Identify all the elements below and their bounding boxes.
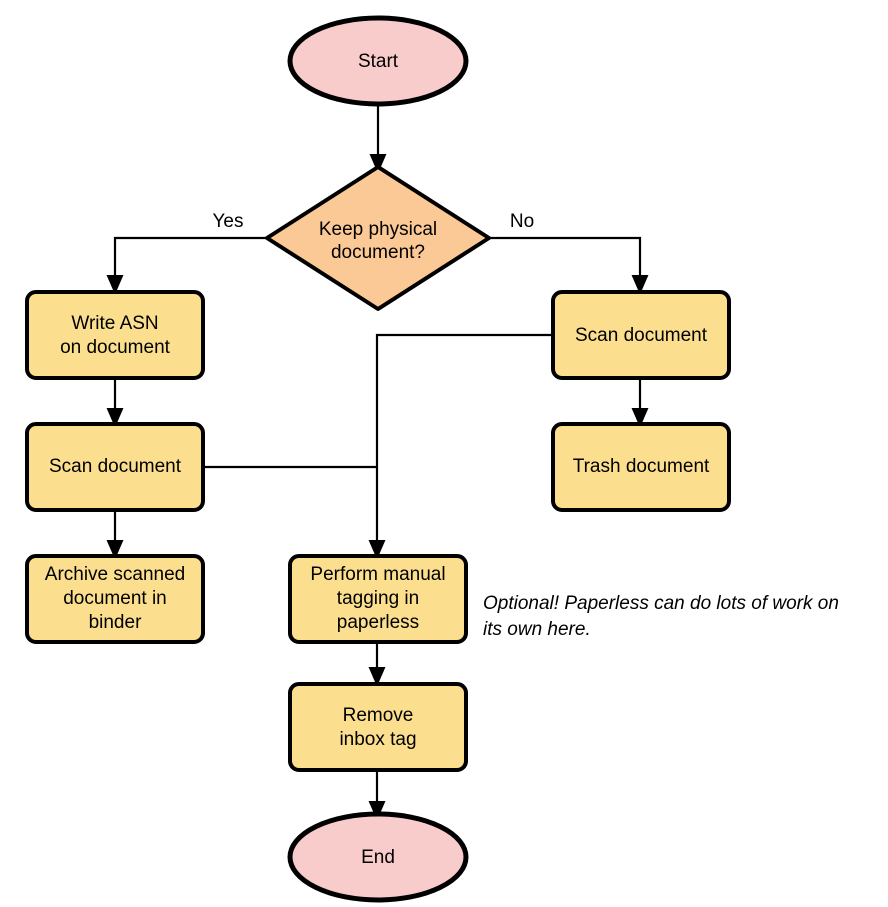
node-trash-document[interactable]: Trash document bbox=[551, 422, 731, 512]
node-archive-scanned-document[interactable]: Archive scanned document in binder bbox=[25, 554, 205, 644]
node-start-label: Start bbox=[358, 51, 399, 72]
node-tagging-shape bbox=[288, 554, 468, 644]
node-start-shape bbox=[287, 15, 469, 107]
annotation-note-line2: its own here. bbox=[483, 619, 591, 640]
node-scan-document-left-shape bbox=[25, 422, 205, 512]
node-scan-document-right-shape bbox=[551, 290, 731, 380]
node-scan-document-right[interactable]: Scan document bbox=[551, 290, 731, 380]
node-archive-shape bbox=[25, 554, 205, 644]
node-trash-label: Trash document bbox=[573, 456, 710, 477]
node-end[interactable]: End bbox=[287, 811, 469, 903]
node-archive-label-line1: Archive scanned bbox=[45, 564, 185, 585]
edge-decision-yes-to-write-asn bbox=[106, 236, 266, 295]
node-decision-shape bbox=[265, 165, 491, 311]
node-tagging-label-line2: tagging in bbox=[337, 588, 419, 609]
node-end-shape bbox=[287, 811, 469, 903]
node-archive-label-line2: document in bbox=[63, 588, 167, 609]
edge-decision-no-to-scan-right bbox=[489, 236, 649, 295]
node-decision-label-line2: document? bbox=[331, 242, 425, 263]
node-perform-manual-tagging[interactable]: Perform manual tagging in paperless bbox=[288, 554, 468, 644]
edge-scan-right-to-tagging bbox=[368, 333, 551, 560]
node-remove-inbox-shape bbox=[288, 682, 468, 772]
node-decision-keep-physical-document[interactable]: Keep physical document? bbox=[265, 165, 491, 311]
node-tagging-label-line3: paperless bbox=[337, 612, 419, 633]
node-remove-inbox-label-line1: Remove bbox=[343, 705, 414, 726]
node-end-label: End bbox=[361, 847, 395, 868]
node-write-asn-label-line2: on document bbox=[60, 337, 171, 358]
node-scan-document-right-label: Scan document bbox=[575, 325, 708, 346]
node-remove-inbox-tag[interactable]: Remove inbox tag bbox=[288, 682, 468, 772]
node-write-asn-label-line1: Write ASN bbox=[71, 313, 158, 334]
node-trash-shape bbox=[551, 422, 731, 512]
node-scan-document-left[interactable]: Scan document bbox=[25, 422, 205, 512]
node-decision-label-line1: Keep physical bbox=[319, 219, 437, 240]
edge-label-yes: Yes bbox=[213, 211, 244, 232]
node-tagging-label-line1: Perform manual bbox=[310, 564, 445, 585]
node-scan-document-left-label: Scan document bbox=[49, 456, 182, 477]
node-write-asn-on-document[interactable]: Write ASN on document bbox=[25, 290, 205, 380]
node-start[interactable]: Start bbox=[287, 15, 469, 107]
annotation-note: Optional! Paperless can do lots of work … bbox=[483, 593, 839, 640]
annotation-note-line1: Optional! Paperless can do lots of work … bbox=[483, 593, 839, 614]
node-archive-label-line3: binder bbox=[89, 612, 142, 633]
node-write-asn-shape bbox=[25, 290, 205, 380]
edge-label-no: No bbox=[510, 211, 534, 232]
node-remove-inbox-label-line2: inbox tag bbox=[339, 729, 416, 750]
